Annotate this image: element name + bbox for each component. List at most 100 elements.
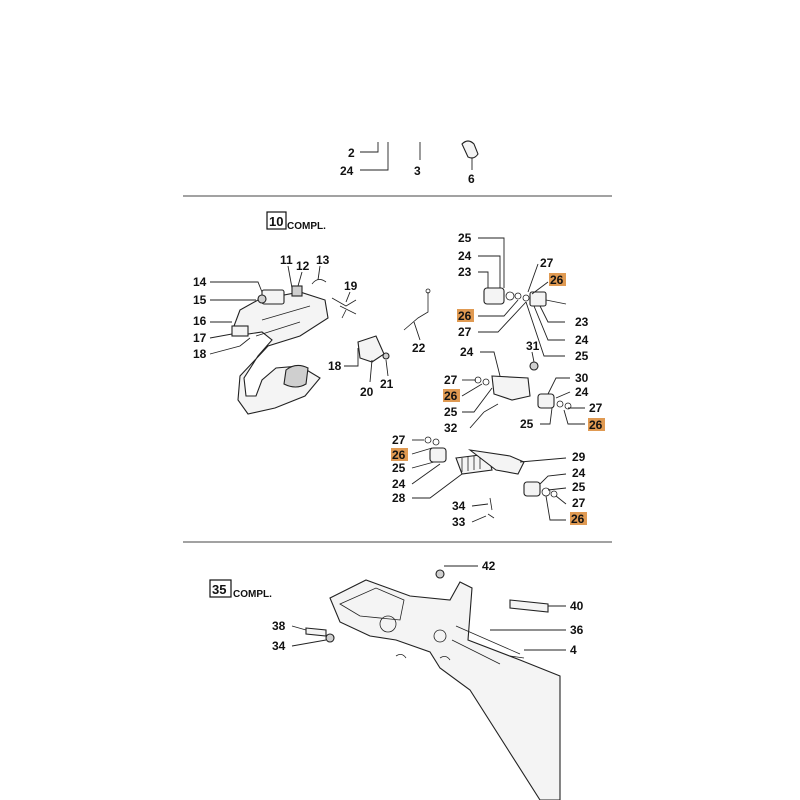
callout-4: 4 — [570, 643, 577, 657]
callout-25-right: 25 — [575, 349, 589, 363]
highlight-26-e — [391, 448, 408, 461]
callout-23-upper: 23 — [458, 265, 472, 279]
screw-21-part — [382, 352, 390, 360]
callout-26-upper-right: 26 — [550, 273, 564, 287]
callout-24-lower: 24 — [392, 477, 406, 491]
bracket-20-part — [357, 335, 385, 363]
callout-26-upper-left: 26 — [458, 309, 472, 323]
spring-22-part — [403, 292, 429, 331]
callout-31: 31 — [526, 339, 540, 353]
lever-cluster-middle — [474, 361, 572, 413]
callout-18: 18 — [193, 347, 207, 361]
callout-13: 13 — [316, 253, 330, 267]
highlight-26-c — [443, 389, 460, 402]
shaft-cluster-upper — [483, 287, 567, 307]
callout-20: 20 — [360, 385, 374, 399]
frame-36-part — [329, 579, 561, 800]
section-10-number: 10 — [269, 214, 283, 229]
clip-17-part — [231, 325, 249, 337]
callout-27-mid-right: 27 — [589, 401, 603, 415]
plate-29-part — [467, 449, 525, 475]
section-35-label: COMPL. — [233, 589, 272, 600]
callout-34: 34 — [452, 499, 466, 513]
callout-25-lower-right: 25 — [572, 480, 586, 494]
callout-24-mid: 24 — [460, 345, 474, 359]
callout-26-lower: 26 — [392, 448, 406, 462]
screw-34-part — [489, 497, 493, 511]
bushing-23b-part — [529, 291, 547, 307]
switch-12-part — [291, 285, 303, 297]
callout-19: 19 — [344, 279, 358, 293]
callout-16: 16 — [193, 314, 207, 328]
top-strip: 2 24 3 6 — [340, 140, 479, 186]
callout-24-mid-right: 24 — [575, 385, 589, 399]
callout-40: 40 — [570, 599, 584, 613]
highlight-26-d — [588, 418, 605, 431]
callout-30: 30 — [575, 371, 589, 385]
spring-cluster-lower — [424, 436, 558, 519]
nut-42-part — [435, 569, 445, 579]
callout-2: 2 — [348, 146, 355, 160]
callout-29: 29 — [572, 450, 586, 464]
callout-14: 14 — [193, 275, 207, 289]
nut-34-part — [325, 633, 335, 643]
bushing-24-lower-part — [429, 447, 447, 463]
nut-15-part — [257, 294, 267, 304]
callout-6: 6 — [468, 172, 475, 186]
callout-38: 38 — [272, 619, 286, 633]
lever-30-part — [491, 375, 531, 401]
frame-assembly-35 — [305, 569, 561, 800]
callout-33: 33 — [452, 515, 466, 529]
highlight-26-f — [570, 512, 587, 525]
callout-27-upper: 27 — [458, 325, 472, 339]
handle-assembly — [231, 279, 431, 415]
bolt-6-part — [461, 140, 479, 159]
callout-27-lower-right: 27 — [572, 496, 586, 510]
callout-27-mid: 27 — [444, 373, 458, 387]
callout-25-upper: 25 — [458, 231, 472, 245]
handle-grip-part — [283, 364, 309, 388]
screw-33-part — [487, 513, 495, 519]
callout-28: 28 — [392, 491, 406, 505]
section-10-header: 10 COMPL. — [266, 211, 326, 232]
highlight-26-a — [457, 309, 474, 322]
callout-26-lower-right: 26 — [571, 512, 585, 526]
bolt-40-part — [509, 599, 549, 613]
callout-27-upper-right: 27 — [540, 256, 554, 270]
section-35-number: 35 — [212, 582, 226, 597]
callout-27-lower: 27 — [392, 433, 406, 447]
callout-22: 22 — [412, 341, 426, 355]
nut-31-part — [529, 361, 539, 371]
callout-3: 3 — [414, 164, 421, 178]
callout-34-bottom: 34 — [272, 639, 286, 653]
callout-18b: 18 — [328, 359, 342, 373]
callout-25-mid-right: 25 — [520, 417, 534, 431]
callout-12: 12 — [296, 259, 310, 273]
highlight-26-b — [549, 273, 566, 286]
section-35-header: 35 COMPL. — [209, 579, 272, 600]
bolt-38-part — [305, 627, 327, 637]
callout-24-upper: 24 — [458, 249, 472, 263]
callout-26-mid: 26 — [444, 389, 458, 403]
bushing-23-part — [483, 287, 505, 305]
callout-21: 21 — [380, 377, 394, 391]
section-10-label: COMPL. — [287, 221, 326, 232]
callout-23-right: 23 — [575, 315, 589, 329]
handle-body-part — [233, 291, 329, 415]
callout-17: 17 — [193, 331, 207, 345]
callout-32: 32 — [444, 421, 458, 435]
screw-32-part — [483, 403, 499, 413]
bushing-24-right-part — [523, 481, 541, 497]
callout-25-lower: 25 — [392, 461, 406, 475]
bushing-30-part — [537, 393, 555, 409]
callout-25-mid: 25 — [444, 405, 458, 419]
callout-15: 15 — [193, 293, 207, 307]
callout-24-lower-right: 24 — [572, 466, 586, 480]
callout-24: 24 — [340, 164, 354, 178]
callout-24-right: 24 — [575, 333, 589, 347]
callout-11: 11 — [280, 253, 293, 267]
callout-26-mid-right: 26 — [589, 418, 603, 432]
callout-36: 36 — [570, 623, 584, 637]
callout-42: 42 — [482, 559, 496, 573]
